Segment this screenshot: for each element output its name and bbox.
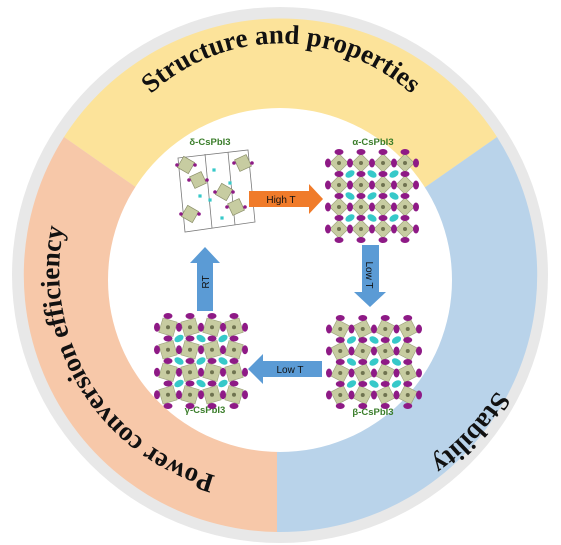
- phase-label-delta: δ-CsPbI3: [189, 137, 230, 148]
- phase-label-gamma: γ-CsPbI3: [185, 405, 226, 416]
- delta-structure-image: [175, 149, 256, 233]
- arrow-low-t-down: [354, 245, 386, 307]
- arrow-low-t-left: [248, 354, 322, 384]
- gamma-structure-image: [154, 313, 248, 409]
- arrow-high-t: [249, 184, 323, 214]
- arrow-label-high-t: High T: [266, 195, 295, 206]
- beta-structure-image: [326, 315, 422, 409]
- arrow-rt-up: [190, 247, 220, 311]
- arrow-label-low-t-down: Low T: [363, 261, 374, 288]
- arrow-label-rt: RT: [201, 275, 212, 288]
- segment-structure: [64, 18, 497, 189]
- phase-label-beta: β-CsPbI3: [352, 407, 393, 418]
- arrow-label-low-t-left: Low T: [276, 365, 303, 376]
- phase-label-alpha: α-CsPbI3: [352, 137, 393, 148]
- alpha-structure-image: [325, 149, 419, 243]
